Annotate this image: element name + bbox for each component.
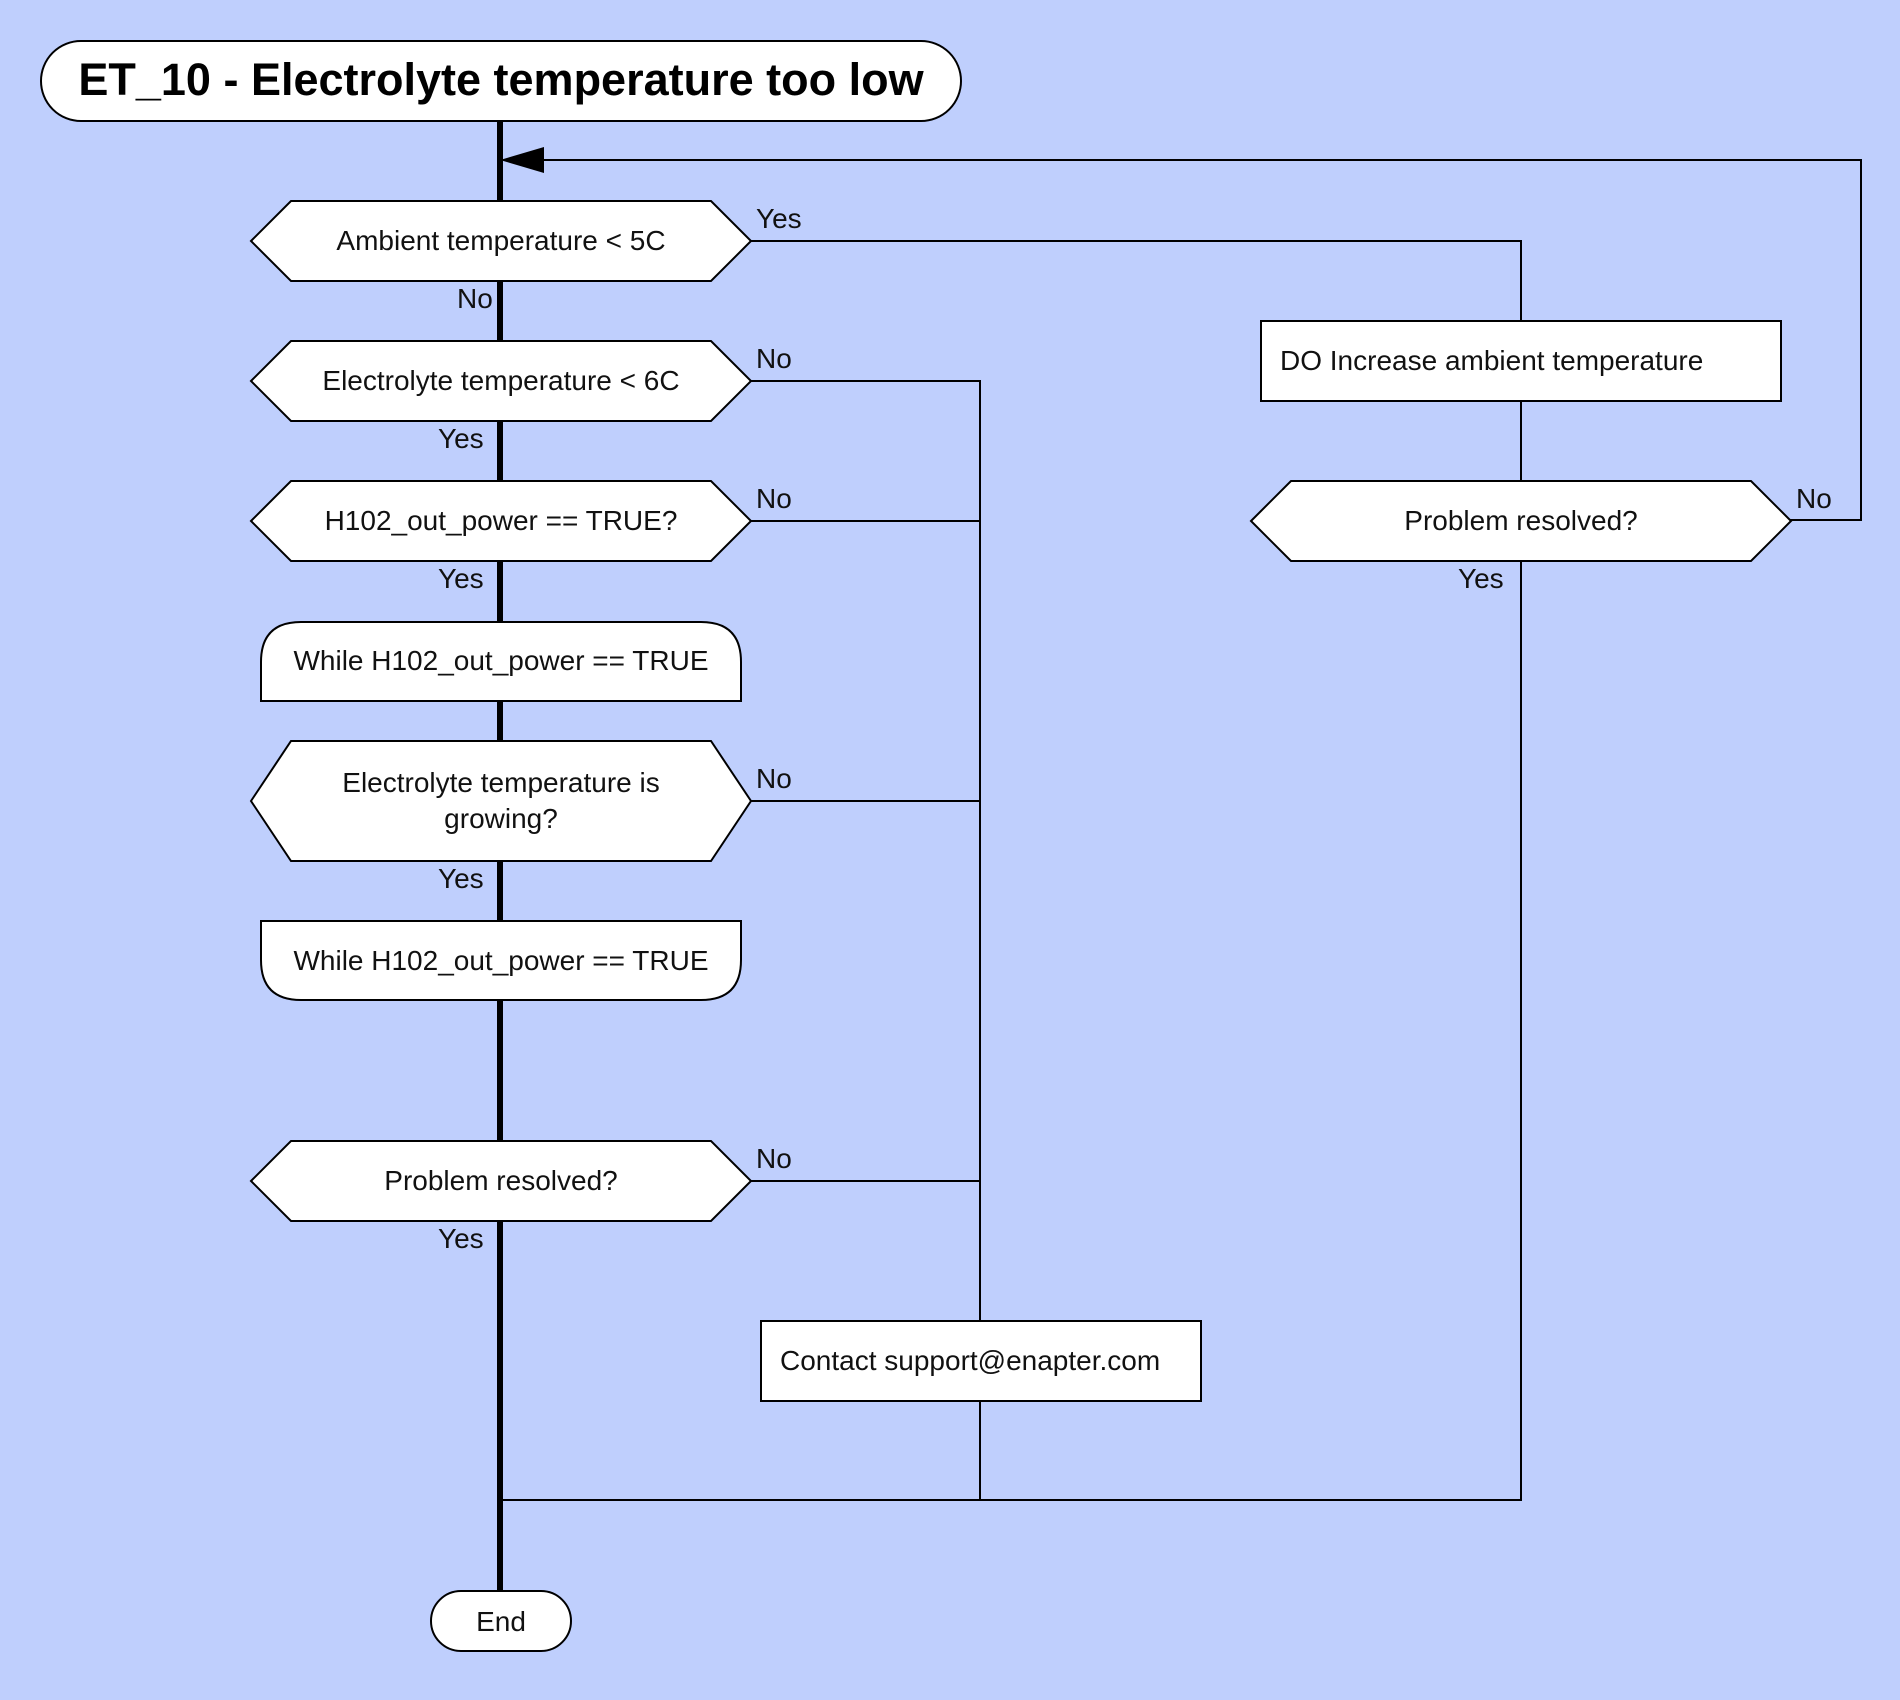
decision-problem-resolved-left[interactable] [249,1140,753,1222]
decision-problem-resolved-right[interactable] [1249,480,1793,562]
title-terminator [40,40,962,122]
branch-label-electrolyte-no: No [756,343,792,374]
branch-label-growing-yes: Yes [438,863,484,894]
decision-ambient-temperature-label: Ambient temperature < 5C [336,225,665,256]
branch-label-resolved-right-no: No [1796,483,1832,514]
decision-heater-power-label: H102_out_power == TRUE? [325,505,678,536]
loop-start-block[interactable] [260,621,742,702]
branch-label-resolved-left-no: No [756,1143,792,1174]
branch-label-electrolyte-yes: Yes [438,423,484,454]
decision-ambient-temperature[interactable] [249,200,753,282]
loop-back-connector [520,159,1862,521]
decision-heater-power[interactable] [249,480,753,562]
loop-back-arrowhead [500,147,544,173]
decision-temperature-growing-label-line2: growing? [444,803,558,834]
loop-end-block[interactable] [260,920,742,1001]
branch-label-ambient-yes: Yes [756,203,802,234]
action-contact-support[interactable] [760,1320,1202,1402]
branch-label-resolved-right-yes: Yes [1458,563,1504,594]
decision-temperature-growing[interactable] [249,740,753,862]
action-increase-ambient-label: DO Increase ambient temperature [1280,345,1703,376]
decision-electrolyte-temperature-label: Electrolyte temperature < 6C [322,365,679,396]
decision-temperature-growing-label-line1: Electrolyte temperature is [342,767,659,798]
action-increase-ambient[interactable] [1260,320,1782,402]
branch-label-resolved-left-yes: Yes [438,1223,484,1254]
branch-label-ambient-no: No [457,283,493,314]
end-label: End [476,1606,526,1637]
decision-electrolyte-temperature[interactable] [249,340,753,422]
branch-label-growing-no: No [756,763,792,794]
ambient-yes-connector [750,240,1522,322]
decision-problem-resolved-left-label: Problem resolved? [384,1165,617,1196]
decision-problem-resolved-right-label: Problem resolved? [1404,505,1637,536]
electrolyte-no-connector [750,380,981,1322]
branch-label-heater-no: No [756,483,792,514]
resolved-right-yes-connector [500,560,1522,1501]
loop-start-label: While H102_out_power == TRUE [293,645,708,676]
action-contact-support-label: Contact support@enapter.com [780,1345,1160,1376]
branch-label-heater-yes: Yes [438,563,484,594]
loop-end-label: While H102_out_power == TRUE [293,945,708,976]
end-terminator[interactable] [430,1590,572,1652]
diagram-title: ET_10 - Electrolyte temperature too low [78,54,924,105]
